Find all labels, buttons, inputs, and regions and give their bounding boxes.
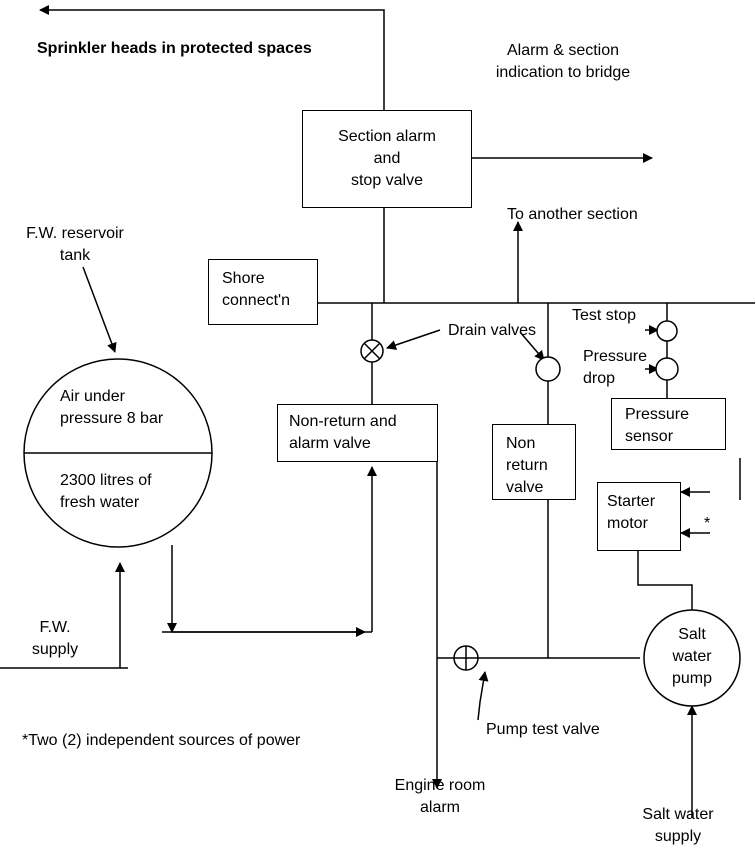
drain-valve-2: [535, 356, 561, 382]
fresh-water-label: 2300 litres of fresh water: [60, 472, 152, 511]
section-alarm-label: Section alarm and stop valve: [338, 128, 436, 189]
fw-reservoir-pointer: [82, 266, 117, 353]
drain-valve-pointer-1: [386, 329, 441, 350]
shore-connection-label: Shore connect'n: [222, 270, 290, 309]
footnote: *Two (2) independent sources of power: [22, 732, 301, 749]
pump-test-valve-label: Pump test valve: [486, 721, 600, 738]
test-stop-label: Test stop: [572, 307, 637, 324]
section-alarm-box: [302, 110, 472, 208]
pressure-sensor-label: Pressure sensor: [625, 406, 690, 445]
air-pressure-label: Air under pressure 8 bar: [60, 388, 164, 427]
drain-valve-pointer-2: [519, 331, 545, 361]
sprinkler-heads-label: Sprinkler heads in protected spaces: [37, 40, 312, 57]
test-stop-valve: [656, 320, 678, 342]
pressure-drop-label: Pressure drop: [583, 348, 648, 387]
alarm-indication-label: Alarm & section indication to bridge: [495, 42, 631, 81]
non-return-alarm-box: [277, 404, 438, 462]
non-return-valve-label: Non return valve: [506, 435, 548, 496]
engine-room-alarm-label: Engine room alarm: [394, 777, 486, 816]
pressure-sensor-box: [611, 398, 726, 450]
non-return-valve-box: [492, 424, 576, 500]
pump-test-valve: [453, 645, 479, 671]
shore-connection-box: [208, 259, 318, 325]
starter-motor-box: [597, 482, 681, 551]
salt-water-pump-label: Salt water pump: [671, 626, 713, 687]
fw-supply-label: F.W. supply: [31, 619, 79, 658]
asterisk-mark: *: [704, 515, 711, 532]
starter-motor-label: Starter motor: [607, 493, 656, 532]
fw-reservoir-label: F.W. reservoir tank: [26, 225, 124, 264]
drain-valve-1: [360, 339, 384, 363]
drain-valves-label: Drain valves: [448, 322, 537, 339]
sprinkler-feed-line: [39, 5, 385, 110]
salt-water-pump: [643, 609, 741, 707]
salt-water-supply-label: Salt water supply: [642, 806, 714, 845]
pressure-drop-valve: [655, 357, 679, 381]
non-return-alarm-label: Non-return and alarm valve: [289, 413, 397, 452]
to-another-section-label: To another section: [507, 206, 638, 223]
pump-test-pointer: [477, 671, 489, 721]
